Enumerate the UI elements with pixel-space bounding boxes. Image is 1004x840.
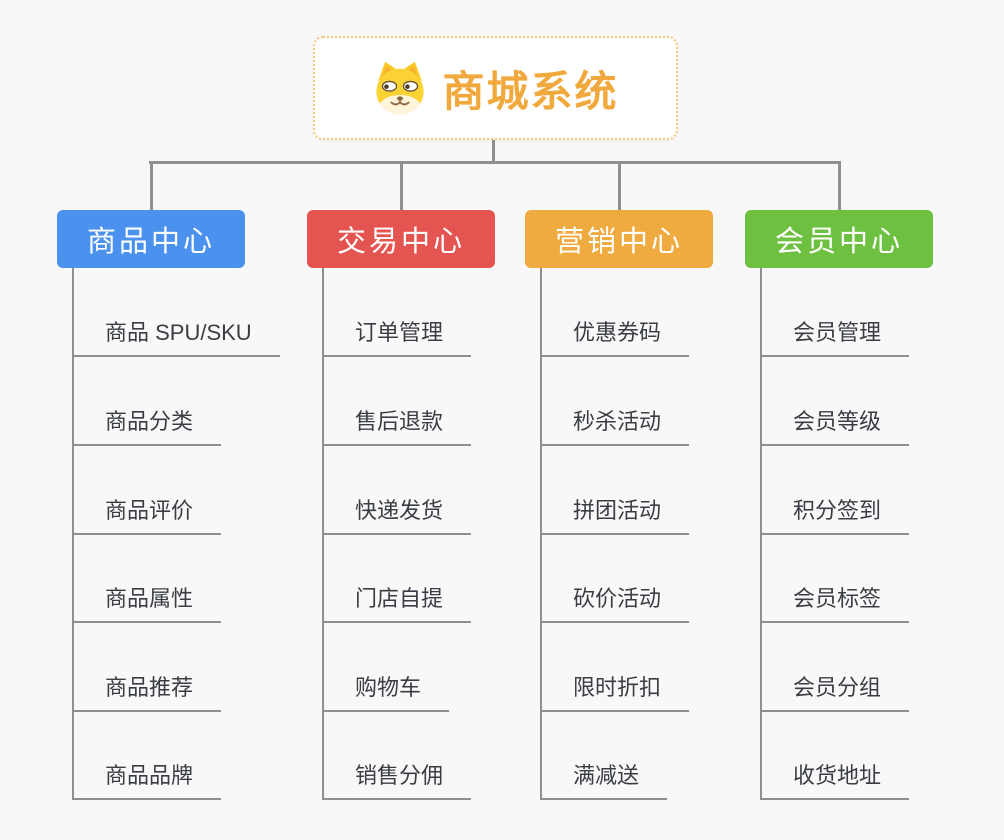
leaf-node[interactable]: 商品推荐 — [72, 664, 222, 712]
leaf-node[interactable]: 限时折扣 — [540, 664, 690, 712]
branch-node-label: 交易中心 — [336, 226, 465, 258]
leaf-node[interactable]: 快递发货 — [322, 487, 472, 535]
connector-line — [149, 161, 841, 164]
branch-node-product-center[interactable]: 商品中心 — [57, 210, 245, 268]
leaf-node[interactable]: 商品评价 — [72, 487, 222, 535]
connector-line — [618, 163, 621, 210]
leaf-node[interactable]: 商品属性 — [72, 575, 222, 623]
leaf-node[interactable]: 会员管理 — [760, 309, 910, 357]
leaf-node[interactable]: 积分签到 — [760, 487, 910, 535]
leaf-node[interactable]: 会员等级 — [760, 398, 910, 446]
leaf-node[interactable]: 会员标签 — [760, 575, 910, 623]
connector-line — [838, 163, 841, 210]
leaf-node[interactable]: 拼团活动 — [540, 487, 690, 535]
leaf-node[interactable]: 收货地址 — [760, 752, 910, 800]
connector-line — [492, 140, 495, 163]
leaf-node[interactable]: 秒杀活动 — [540, 398, 690, 446]
leaf-node[interactable]: 优惠券码 — [540, 309, 690, 357]
leaf-node[interactable]: 销售分佣 — [322, 752, 472, 800]
branch-node-trade-center[interactable]: 交易中心 — [307, 210, 495, 268]
leaf-node[interactable]: 会员分组 — [760, 664, 910, 712]
root-node-label: 商城系统 — [442, 67, 619, 115]
leaf-node[interactable]: 购物车 — [322, 664, 450, 712]
branch-node-label: 营销中心 — [554, 226, 683, 258]
root-node[interactable]: 商城系统 — [313, 36, 678, 140]
leaf-node[interactable]: 订单管理 — [322, 309, 472, 357]
connector-line — [150, 163, 153, 210]
leaf-node[interactable]: 门店自提 — [322, 575, 472, 623]
leaf-node[interactable]: 满减送 — [540, 752, 668, 800]
dog-face-icon — [376, 61, 425, 115]
leaf-node[interactable]: 商品分类 — [72, 398, 222, 446]
connector-line — [400, 163, 403, 210]
branch-node-label: 商品中心 — [86, 226, 215, 258]
branch-node-member-center[interactable]: 会员中心 — [745, 210, 933, 268]
leaf-node[interactable]: 商品品牌 — [72, 752, 222, 800]
leaf-node[interactable]: 售后退款 — [322, 398, 472, 446]
leaf-node[interactable]: 商品 SPU/SKU — [72, 309, 280, 357]
leaf-node[interactable]: 砍价活动 — [540, 575, 690, 623]
branch-node-marketing-center[interactable]: 营销中心 — [525, 210, 713, 268]
branch-node-label: 会员中心 — [774, 226, 903, 258]
